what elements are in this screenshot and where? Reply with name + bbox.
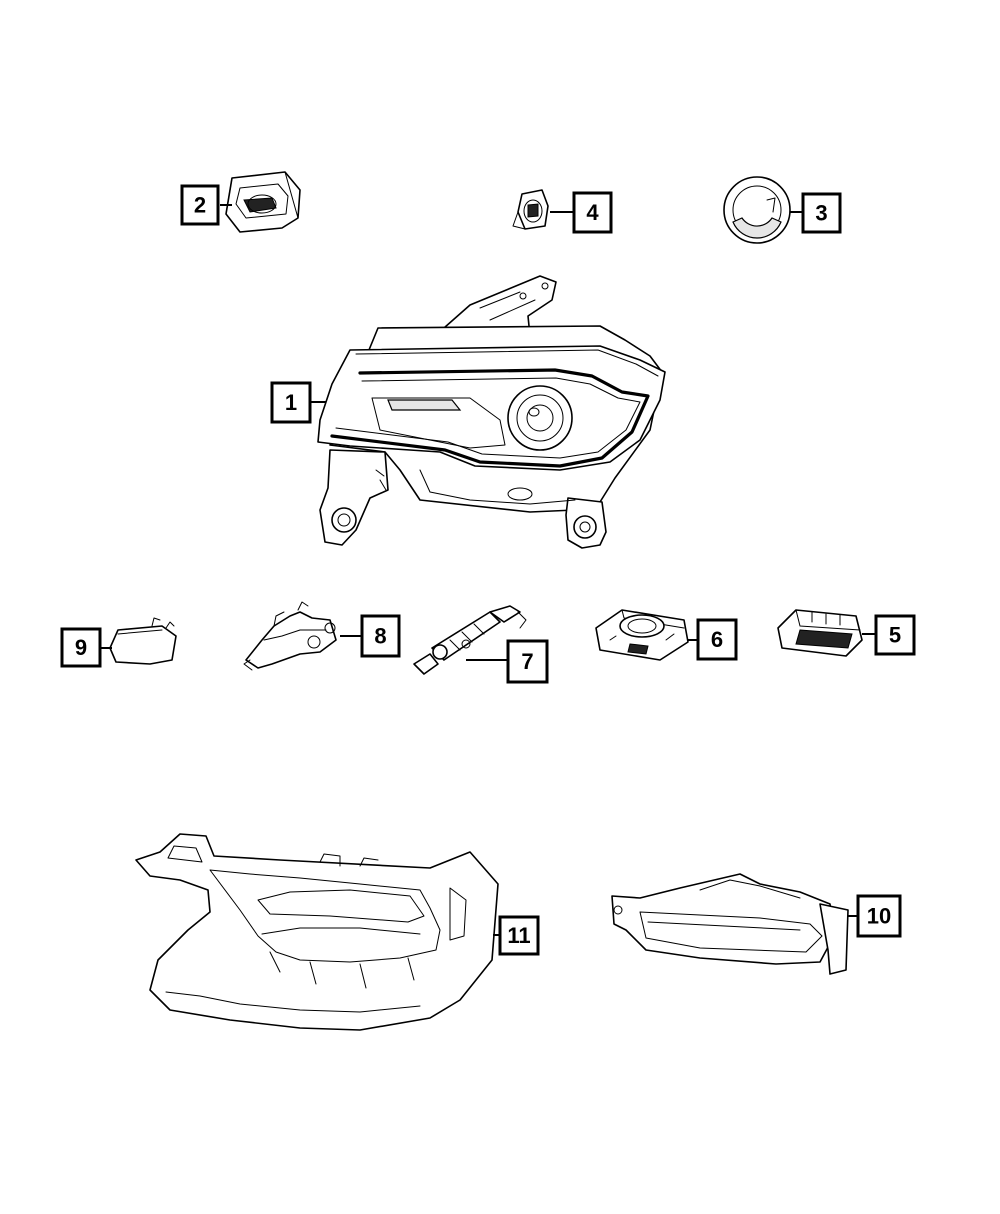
- part-4-drawing: [512, 189, 549, 230]
- callout-8[interactable]: 8: [360, 614, 401, 658]
- part-7-drawing: [413, 605, 527, 675]
- callout-6[interactable]: 6: [696, 618, 738, 661]
- part-10-drawing: [611, 873, 849, 975]
- callout-7[interactable]: 7: [506, 639, 549, 684]
- callout-5[interactable]: 5: [874, 614, 916, 656]
- part-1-drawing: [317, 275, 666, 549]
- part-3-drawing: [723, 176, 791, 244]
- callout-2[interactable]: 2: [180, 184, 220, 226]
- callout-4-label: 4: [586, 200, 599, 225]
- callout-10[interactable]: 10: [856, 894, 902, 938]
- callout-10-label: 10: [867, 904, 891, 929]
- callout-1-label: 1: [285, 390, 297, 415]
- callout-11-label: 11: [507, 923, 530, 948]
- part-6-drawing: [595, 609, 689, 661]
- callout-9-label: 9: [75, 635, 87, 660]
- callout-6-label: 6: [711, 627, 723, 652]
- callout-3-label: 3: [815, 201, 827, 226]
- callout-1[interactable]: 1: [270, 381, 312, 424]
- part-2-drawing: [225, 171, 301, 233]
- callout-8-label: 8: [374, 624, 386, 649]
- part-11-drawing: [135, 833, 499, 1031]
- callout-7-label: 7: [521, 649, 533, 674]
- callout-3[interactable]: 3: [801, 192, 842, 234]
- callout-11[interactable]: 11: [498, 915, 540, 956]
- callout-5-label: 5: [889, 623, 901, 648]
- part-5-drawing: [777, 609, 863, 657]
- callout-4[interactable]: 4: [572, 191, 613, 234]
- part-8-drawing: [243, 601, 337, 671]
- callout-9[interactable]: 9: [60, 627, 102, 668]
- callout-2-label: 2: [194, 193, 206, 218]
- part-9-drawing: [109, 617, 177, 665]
